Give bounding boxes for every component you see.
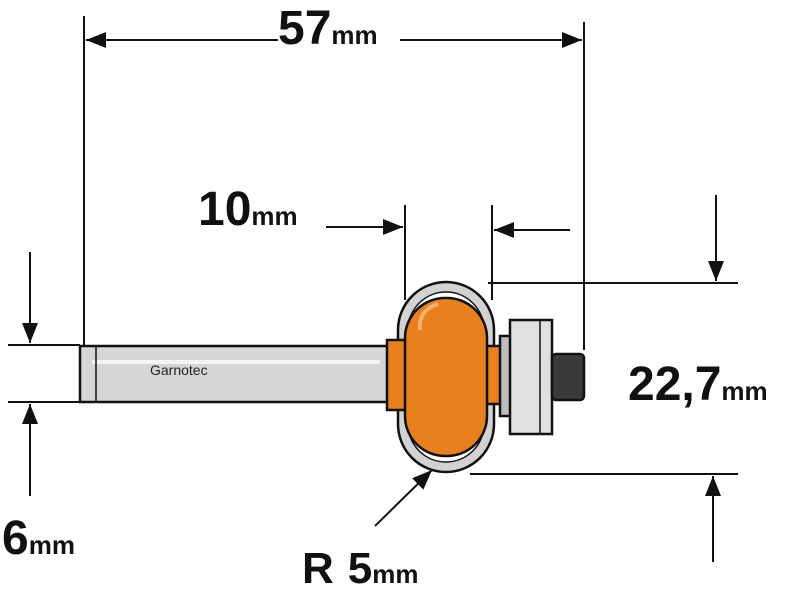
radius-unit: mm (372, 559, 418, 589)
radius-leader-arrow (374, 469, 433, 527)
shank-value: 6 (2, 512, 29, 565)
cutting-length-unit: mm (251, 201, 297, 231)
radius-value: 5 (348, 544, 372, 589)
bearing (508, 318, 554, 436)
brand-label: Garnotec (150, 362, 208, 378)
shank-unit: mm (29, 530, 75, 560)
screw-head (550, 352, 586, 402)
diameter-unit: mm (721, 376, 767, 406)
extension-lines (8, 16, 738, 475)
total-length-label: 57mm (278, 2, 378, 55)
radius-prefix: R (302, 544, 334, 589)
diameter-value: 22,7 (628, 358, 721, 411)
cutting-length-label: 10mm (198, 183, 298, 236)
shank-label: 6mm (2, 512, 75, 565)
router-bit (78, 280, 586, 474)
dimension-arrows (22, 32, 724, 562)
cutting-length-value: 10 (198, 183, 251, 236)
diameter-label: 22,7mm (628, 358, 768, 411)
total-length-unit: mm (331, 20, 377, 50)
total-length-value: 57 (278, 2, 331, 55)
shank (78, 344, 394, 404)
cutter-highlight (417, 302, 439, 331)
cutter-body (403, 296, 489, 458)
